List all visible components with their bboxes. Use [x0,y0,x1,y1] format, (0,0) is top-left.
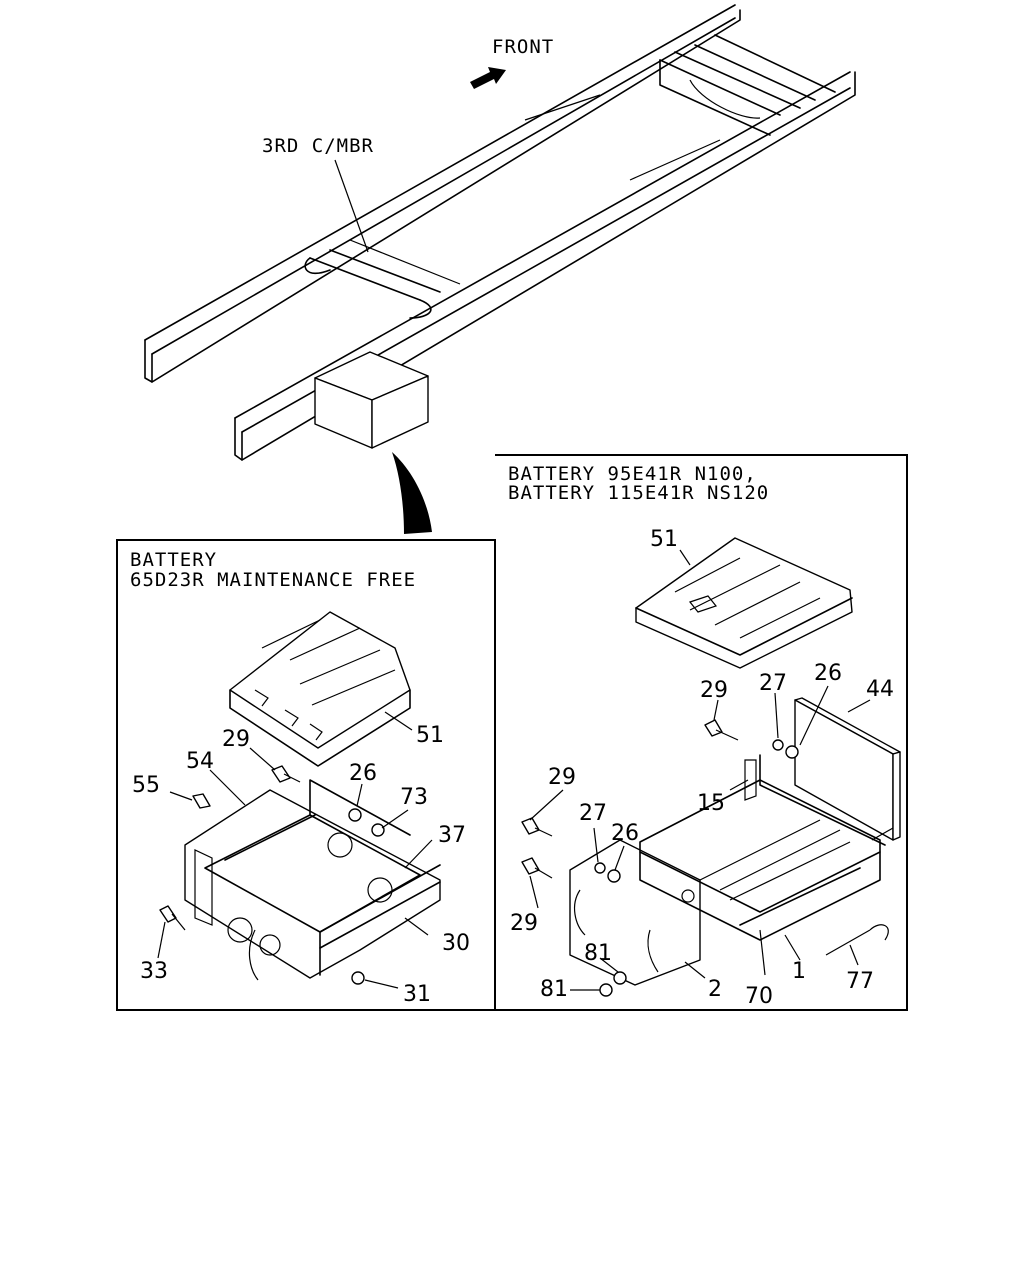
right-callout-81b: 81 [540,977,568,1002]
left-panel-title-2: 65D23R MAINTENANCE FREE [130,569,416,591]
left-panel-title-1: BATTERY [130,549,217,571]
right-callout-77: 77 [846,969,874,994]
right-callout-26b: 26 [611,821,639,846]
right-callout-26a: 26 [814,661,842,686]
right-side-plate-44 [794,697,901,841]
left-callout-73: 73 [400,785,428,810]
right-bolts [521,719,889,997]
left-leader-lines [157,711,433,989]
right-callout-81a: 81 [584,941,612,966]
right-leader-lines [529,549,894,991]
left-callout-33: 33 [140,959,168,984]
left-callout-54: 54 [186,749,214,774]
left-callout-51: 51 [416,723,444,748]
chassis-frame-overview [144,4,856,534]
right-battery-hold-down [635,537,853,669]
right-panel-title-1: BATTERY 95E41R N100, [508,463,757,485]
right-callout-29c: 29 [510,911,538,936]
right-panel-title-2: BATTERY 115E41R NS120 [508,482,769,504]
right-panel-frame [495,454,908,1011]
left-callout-31: 31 [403,982,431,1007]
left-callout-29: 29 [222,727,250,752]
right-callout-27a: 27 [759,671,787,696]
left-battery-tray [184,779,441,981]
left-callout-26: 26 [349,761,377,786]
right-callout-15: 15 [697,791,725,816]
right-callout-2: 2 [708,977,722,1002]
left-callout-37: 37 [438,823,466,848]
right-callout-29b: 29 [548,765,576,790]
left-callout-55: 55 [132,773,160,798]
right-callout-44: 44 [866,677,894,702]
crossmember-label: 3RD C/MBR [262,135,374,157]
right-battery-tray [569,754,886,986]
front-label: FRONT [492,36,554,58]
left-battery-hold-down [229,611,411,767]
left-bolts [159,765,385,985]
right-callout-1: 1 [792,959,806,984]
right-callout-51: 51 [650,527,678,552]
right-callout-29a: 29 [700,678,728,703]
left-callout-30: 30 [442,931,470,956]
right-callout-70: 70 [745,984,773,1009]
right-callout-27b: 27 [579,801,607,826]
